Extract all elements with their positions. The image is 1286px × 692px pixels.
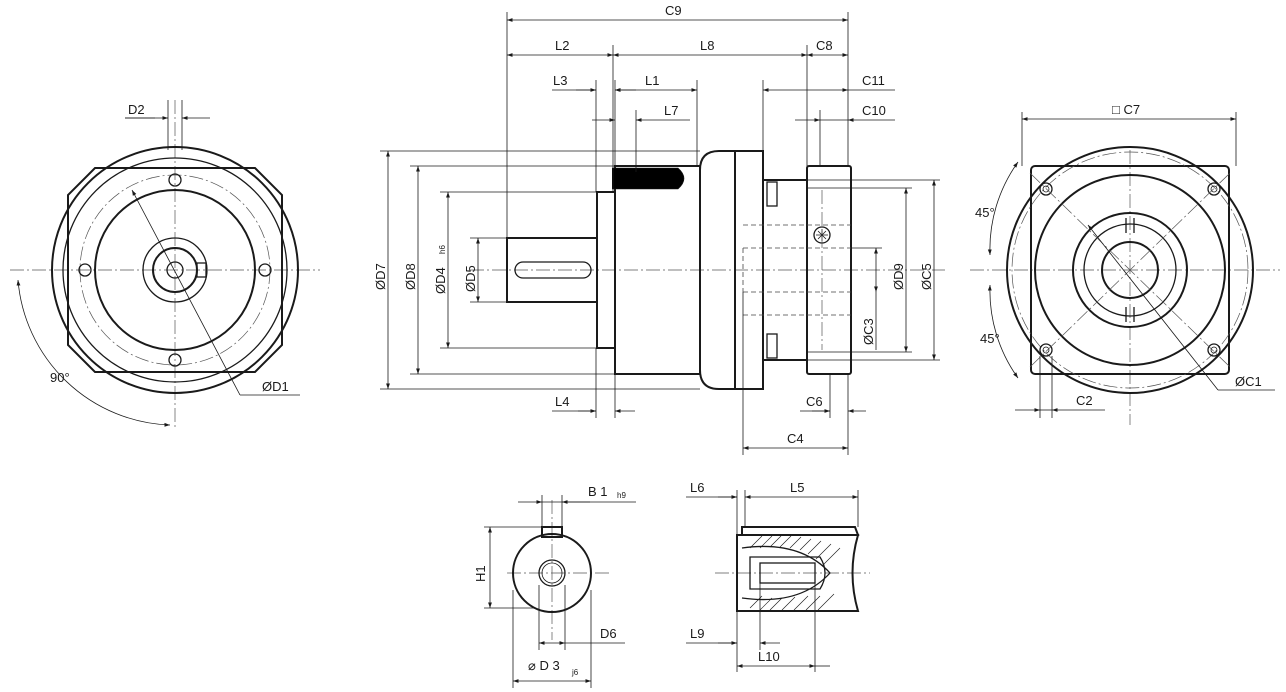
shaft-section-view: L6 L5 L9 L10	[686, 480, 870, 672]
label-c8: C8	[816, 38, 833, 53]
label-d4-tolerance: h6	[438, 245, 447, 254]
label-b1: B 1	[588, 484, 608, 499]
label-c1: ØC1	[1235, 374, 1262, 389]
label-c7: □ C7	[1112, 102, 1140, 117]
label-l5: L5	[790, 480, 804, 495]
label-angle-90: 90°	[50, 370, 70, 385]
front-view-output: D2 90° ØD1	[10, 100, 320, 430]
section-hatching	[749, 535, 841, 611]
label-angle-45-bottom: 45°	[980, 331, 1000, 346]
label-d1: ØD1	[262, 379, 289, 394]
side-view: C9 L2 L8 C8 L3 L1 C11 L7 C10	[373, 3, 945, 455]
label-d8: ØD8	[403, 263, 418, 290]
label-c9: C9	[665, 3, 682, 18]
label-c2: C2	[1076, 393, 1093, 408]
label-d3-tolerance: j6	[571, 668, 579, 677]
label-d9: ØD9	[891, 263, 906, 290]
label-c3: ØC3	[861, 318, 876, 345]
label-c5: ØC5	[919, 263, 934, 290]
label-b1-tolerance: h9	[617, 491, 626, 500]
label-angle-45-top: 45°	[975, 205, 995, 220]
front-view-motor: □ C7 45° 45° ØC1 C2	[970, 102, 1280, 425]
label-h1: H1	[473, 565, 488, 582]
label-d2: D2	[128, 102, 145, 117]
label-d3: ⌀ D 3	[528, 658, 560, 673]
label-d6: D6	[600, 626, 617, 641]
label-c4: C4	[787, 431, 804, 446]
label-l7: L7	[664, 103, 678, 118]
label-c10: C10	[862, 103, 886, 118]
label-d5: ØD5	[463, 265, 478, 292]
label-l8: L8	[700, 38, 714, 53]
label-l9: L9	[690, 626, 704, 641]
label-l1: L1	[645, 73, 659, 88]
label-c6: C6	[806, 394, 823, 409]
label-l3: L3	[553, 73, 567, 88]
label-l10: L10	[758, 649, 780, 664]
label-l4: L4	[555, 394, 569, 409]
label-l2: L2	[555, 38, 569, 53]
label-l6: L6	[690, 480, 704, 495]
shaft-end-view: B 1 h9 H1 D6 ⌀ D 3 j6	[473, 484, 636, 688]
label-d4: ØD4	[433, 267, 448, 294]
label-d7: ØD7	[373, 263, 388, 290]
label-c11: C11	[862, 73, 885, 88]
